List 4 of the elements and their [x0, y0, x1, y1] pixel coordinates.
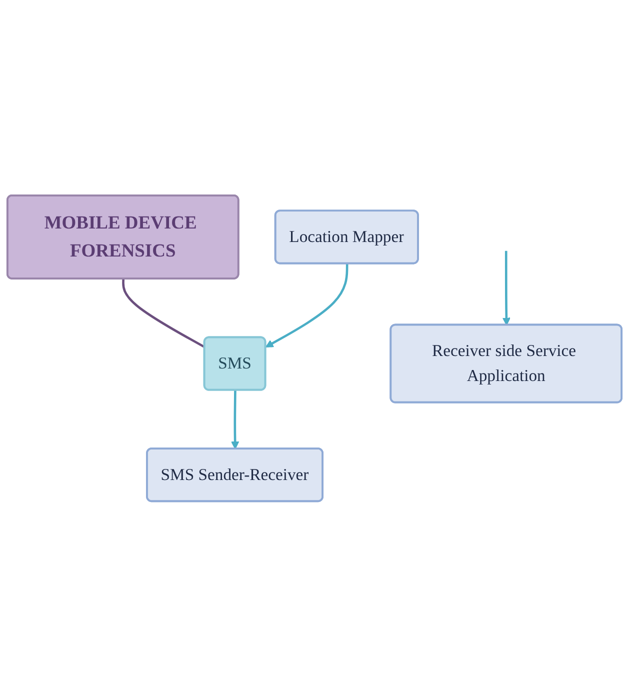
arrow	[231, 390, 240, 450]
arrow	[265, 264, 348, 348]
arrow	[502, 251, 510, 326]
connector	[122, 279, 206, 348]
